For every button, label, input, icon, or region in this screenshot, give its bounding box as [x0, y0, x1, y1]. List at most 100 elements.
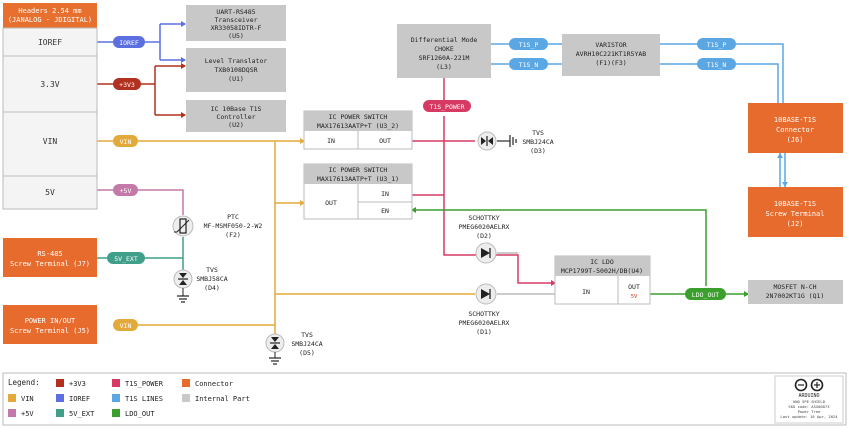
part-u1	[186, 48, 286, 92]
title-block-line2: SKU code: ASX00073	[788, 404, 829, 409]
connector-power-line1: POWER IN/OUT	[25, 317, 76, 325]
legend-swatch-internal	[182, 394, 190, 402]
legend: Legend: +3V3 T1S_POWER Connector VIN IOR…	[2, 372, 847, 426]
arrow-u1-3v3	[181, 63, 186, 69]
part-choke-line1: Differential Mode	[411, 36, 478, 44]
part-u1-line2: TXB0108DQSR	[214, 66, 257, 74]
header-title-line2: (JANALOG - JDIGITAL)	[8, 16, 92, 24]
pill-t1s-p-left-text: T1S_P	[519, 41, 539, 49]
legend-swatch-ldo-out	[112, 409, 120, 417]
schottky-d1-icon	[475, 283, 497, 305]
pill-vin-power-text: VIN	[120, 322, 132, 330]
part-switch-u3-2-line1: IC POWER SWITCH	[329, 113, 388, 121]
pill-vin-header	[113, 135, 138, 147]
part-u5	[186, 5, 286, 41]
ptc-f2-icon	[172, 215, 194, 237]
part-ldo-head	[555, 256, 650, 276]
pill-ldo-out	[685, 288, 726, 300]
d4-line2: SMBJ58CA	[196, 275, 227, 283]
legend-label-ioref: IOREF	[69, 395, 90, 403]
legend-label-5v-ext: 5V_EXT	[69, 410, 95, 418]
part-u1-line1: Level Translator	[205, 57, 268, 65]
part-mosfet	[748, 280, 843, 304]
header-3v3-label: 3.3V	[40, 80, 59, 89]
legend-swatch-ioref	[56, 394, 64, 402]
arrow-ldo-in	[551, 280, 556, 286]
f2-line1: PTC	[227, 213, 239, 221]
header-vin-label: VIN	[43, 137, 58, 146]
connector-power-line2: Screw Terminal (J5)	[10, 327, 90, 335]
d1-line3: (D1)	[476, 328, 492, 336]
legend-label-vin: VIN	[21, 395, 34, 403]
connectors: RS-485 Screw Terminal (J7) POWER IN/OUT …	[3, 103, 843, 344]
title-block-brand: ARDUINO	[798, 393, 819, 399]
arduino-logo-icon	[794, 378, 824, 392]
title-block-line4: Last update: 16 Apr, 2024	[780, 414, 838, 419]
part-switch-u3-1-line2: MAX17613AATP+T (U3_1)	[317, 175, 399, 183]
part-u2-line1: IC 10Base T1S	[211, 105, 262, 113]
legend-title: Legend:	[8, 378, 40, 387]
part-choke	[397, 24, 491, 78]
part-choke-line4: (L3)	[436, 63, 452, 71]
part-u2	[186, 100, 286, 132]
legend-swatch-t1s-lines	[112, 394, 120, 402]
f2-line3: (F2)	[225, 231, 241, 239]
legend-label-3v3: +3V3	[69, 380, 86, 388]
part-u5-line1: UART-RS485	[216, 8, 255, 16]
connector-power	[3, 305, 97, 344]
pill-ioref-text: IOREF	[119, 39, 139, 47]
d3-line2: SMBJ24CA	[522, 138, 553, 146]
d4-line1: TVS	[206, 266, 218, 274]
connector-j6-line3: (J6)	[787, 136, 804, 144]
part-switch-u3-1-in: IN	[381, 190, 389, 198]
header-5v-label: 5V	[45, 188, 55, 197]
tvs-d3-icon	[477, 131, 517, 151]
headers-block: Headers 2.54 mm (JANALOG - JDIGITAL) IOR…	[2, 3, 98, 210]
part-u2-line3: (U2)	[228, 121, 244, 129]
header-title-line1: Headers 2.54 mm	[18, 7, 81, 15]
wire-5v	[97, 189, 184, 215]
arrow-j6-up2	[782, 182, 788, 187]
arrow-u1	[181, 57, 186, 63]
legend-label-5v: +5V	[21, 410, 34, 418]
wire-arrows	[181, 21, 788, 297]
connector-j6	[748, 103, 843, 153]
part-mosfet-line2: 2N7002KT1G (Q1)	[766, 292, 825, 300]
arrow-u2	[181, 112, 186, 118]
part-varistor-line1: VARISTOR	[595, 41, 626, 49]
header-5v-cell	[2, 175, 98, 210]
part-switch-u3-2-out: OUT	[379, 137, 391, 145]
wire-ioref	[97, 23, 185, 61]
d1-line2: PMEG6020AELRX	[459, 319, 510, 327]
d1-line1: SCHOTTKY	[468, 310, 499, 318]
pill-5v-ext-text: 5V_EXT	[114, 255, 138, 263]
connector-j2-line1: 10BASE-T1S	[774, 200, 816, 208]
pill-t1s-n-right	[697, 58, 736, 70]
part-switch-u3-2-line2: MAX17613AATP+T (U3_2)	[317, 122, 399, 130]
pill-ioref	[113, 36, 145, 48]
part-ldo-in: IN	[582, 288, 590, 296]
part-u2-line2: Controller	[216, 113, 255, 121]
pill-t1s-power	[423, 100, 471, 112]
legend-label-t1s-power: T1S_POWER	[125, 380, 164, 388]
diode-symbols: TVS SMBJ24CA (D3) SCHOTTKY PMEG6020AELRX…	[172, 129, 554, 365]
d5-line3: (D5)	[299, 349, 315, 357]
part-u5-line4: (U5)	[228, 32, 244, 40]
part-switch-u3-2-in: IN	[327, 137, 335, 145]
connector-rs485-line1: RS-485	[37, 250, 62, 258]
legend-swatch-5v	[8, 409, 16, 417]
d5-line1: TVS	[301, 331, 313, 339]
d5-line2: SMBJ24CA	[291, 340, 322, 348]
part-switch-u3-1-head	[304, 164, 412, 184]
wire-3v3	[97, 65, 185, 116]
legend-label-ldo-out: LDO_OUT	[125, 410, 155, 418]
header-ioref-cell	[2, 27, 98, 57]
tvs-d4-icon	[173, 269, 193, 303]
wire-vin	[97, 140, 475, 340]
pill-t1s-power-text: T1S_POWER	[429, 103, 464, 111]
pill-5v	[113, 184, 138, 196]
header-3v3-cell	[2, 55, 98, 113]
pill-t1s-n-left-text: T1S_N	[519, 61, 539, 69]
header-title-box	[3, 3, 97, 28]
d2-line1: SCHOTTKY	[468, 214, 499, 222]
